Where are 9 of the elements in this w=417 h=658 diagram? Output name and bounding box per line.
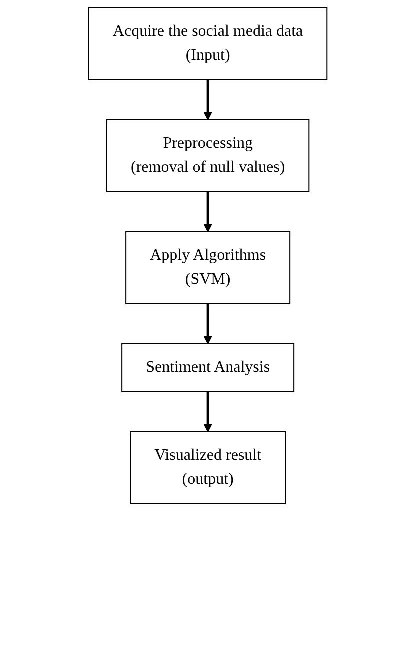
arrow [204, 304, 213, 344]
node-box: Sentiment Analysis [122, 344, 295, 392]
node-box: Apply Algorithms (SVM) [126, 232, 291, 304]
arrow [204, 192, 213, 232]
node-box: Acquire the social media data (Input) [88, 8, 328, 80]
arrow [204, 392, 213, 432]
node-box: Preprocessing (removal of null values) [106, 120, 310, 192]
arrow [204, 80, 213, 120]
node-box: Visualized result (output) [130, 432, 286, 504]
